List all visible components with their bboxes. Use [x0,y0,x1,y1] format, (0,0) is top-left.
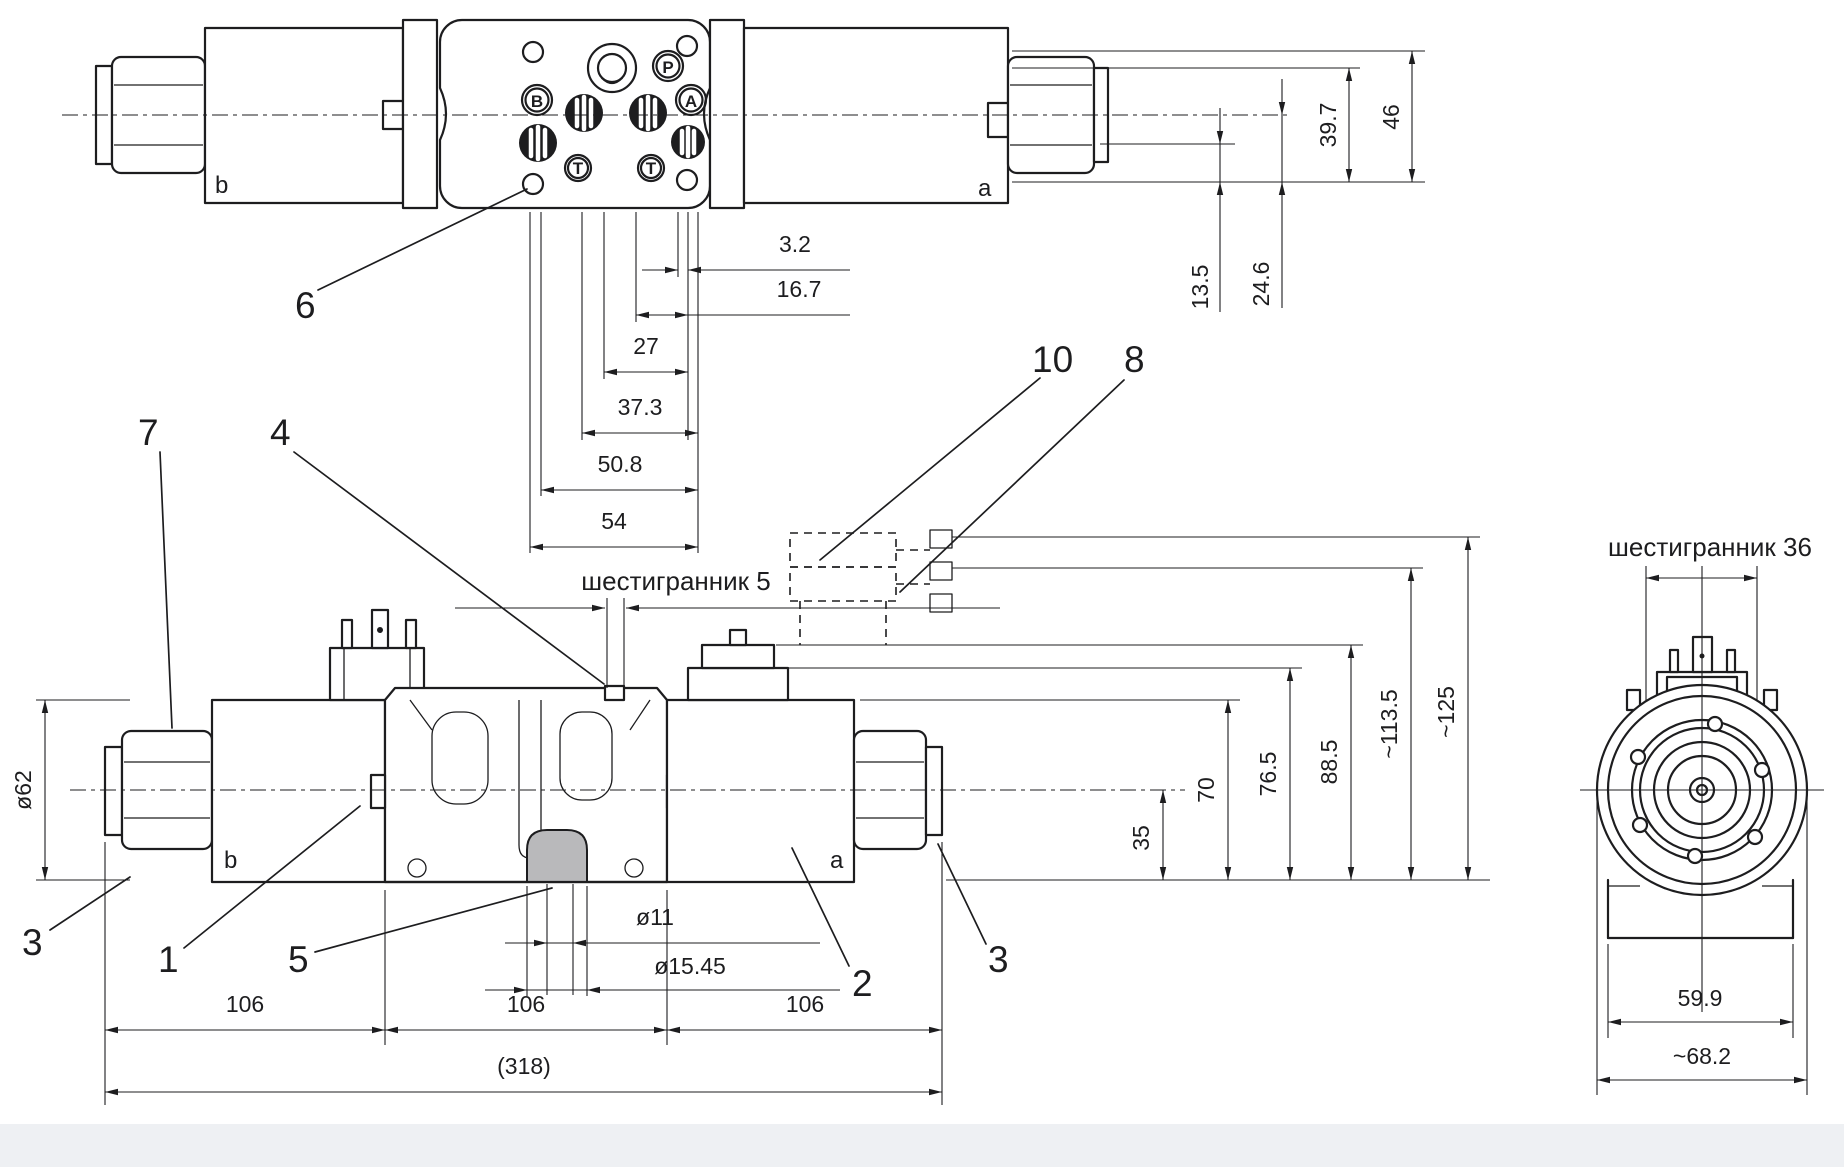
side-base [1606,878,1795,940]
mount-hole-bl [521,172,545,196]
dim-dia-15-45: ø15.45 [654,953,726,979]
top-view: P B A T T b [62,18,1425,553]
connector-pin [340,618,354,650]
top-chain-dims: 3.2 16.7 27 37.3 50.8 54 [530,231,850,551]
dim-76-5: 76.5 [1255,752,1281,797]
dim-46: 46 [1378,104,1404,130]
dim-54: 54 [601,508,627,534]
dim-35: 35 [1128,825,1154,851]
dim-37-3: 37.3 [618,394,663,420]
callout-6: 6 [295,285,316,326]
callout-7: 7 [138,412,159,453]
dim-3-2: 3.2 [779,231,811,257]
port-a-label: A [685,92,697,111]
optional-connector-dashed [789,529,953,645]
front-right-solenoid-body [665,698,856,884]
top-left-plate [401,18,439,210]
dim-50-8: 50.8 [598,451,643,477]
coil-diameter-dim: ø62 [10,699,130,881]
front-coil-label-b: b [224,847,237,874]
top-right-tab [986,101,1010,139]
top-height-dims: 13.5 24.6 39.7 46 [1012,50,1425,312]
dim-16-7: 16.7 [777,276,822,302]
dim-59-9: 59.9 [1678,985,1723,1011]
side-width-dims: 59.9 ~68.2 [1596,798,1808,1095]
dim-13-5: 13.5 [1187,265,1213,310]
hex5-label: шестигранник 5 [581,566,770,596]
length-dims: 106 106 106 (318) [104,842,943,1105]
dim-106-mid: 106 [507,991,545,1017]
dim-dia-11: ø11 [636,904,674,930]
callout-10: 10 [1032,339,1073,380]
top-chain-extensions [529,212,699,553]
port-t-right-label: T [646,159,657,178]
valve-body [369,684,683,884]
front-coil-label-a: a [830,847,844,874]
callout-3-left: 3 [22,922,43,963]
right-connector [686,628,790,702]
callout-5: 5 [288,939,309,980]
dim-106-left: 106 [226,991,264,1017]
side-view: шестигранник 36 [1580,532,1824,1095]
connector-pin [728,628,748,647]
hex-socket-plug [603,684,626,702]
top-coil-label-b: b [215,172,228,199]
cast-window-right [559,711,613,801]
connector-pin [1668,648,1680,674]
port-t-right: T [636,153,666,183]
dim-125: ~125 [1433,686,1459,738]
connector-pin [404,618,418,650]
dim-68-2: ~68.2 [1673,1043,1731,1069]
hex36-label: шестигранник 36 [1608,532,1812,562]
dim-24-6: 24.6 [1248,262,1274,307]
port-b: B [520,83,554,117]
callout-2: 2 [852,963,873,1004]
left-connector [328,608,426,702]
counterbore-shaded [526,829,588,883]
hole-dims: ø11 ø15.45 [485,884,840,996]
top-coil-label-a: a [978,175,992,202]
port-t-left: T [563,153,593,183]
page-footer-strip [0,1124,1844,1167]
dim-318-total: (318) [497,1053,551,1079]
front-callouts: 7 4 10 8 3 1 5 2 3 [22,339,1145,1004]
mount-hole-tr [675,34,699,58]
callout-1: 1 [158,939,179,980]
port-p: P [651,49,685,83]
hex5-dim: шестигранник 5 [455,566,1000,688]
dim-dia-62: ø62 [10,770,36,810]
mount-hole-br [675,168,699,192]
top-right-plate [708,18,746,210]
dim-27: 27 [633,333,659,359]
dim-70: 70 [1193,777,1219,803]
dim-106-right: 106 [786,991,824,1017]
port-a: A [674,83,708,117]
callout-8: 8 [1124,339,1145,380]
callout-4: 4 [270,412,291,453]
body-boss-left [369,773,387,810]
cast-window-left [431,711,489,805]
mount-hole-tl [521,40,545,64]
port-b-label: B [531,92,543,111]
dim-113-5: ~113.5 [1376,689,1402,758]
front-view: b a ø62 шестигранник 5 35 [10,339,1490,1105]
dim-39-7: 39.7 [1315,103,1341,148]
front-height-dims: 35 70 76.5 88.5 ~113.5 ~125 [776,536,1490,881]
front-right-end-cap [924,745,944,837]
callout-3-right: 3 [988,939,1009,980]
top-right-hex-nut [1006,55,1096,175]
port-t-left-label: T [573,159,584,178]
front-left-end-cap [103,745,124,837]
dim-88-5: 88.5 [1316,740,1342,785]
front-left-solenoid-body [210,698,387,884]
connector-pin [1725,648,1737,674]
pilot-bore [586,42,638,94]
spool-bores [519,94,705,162]
port-p-label: P [662,58,673,77]
